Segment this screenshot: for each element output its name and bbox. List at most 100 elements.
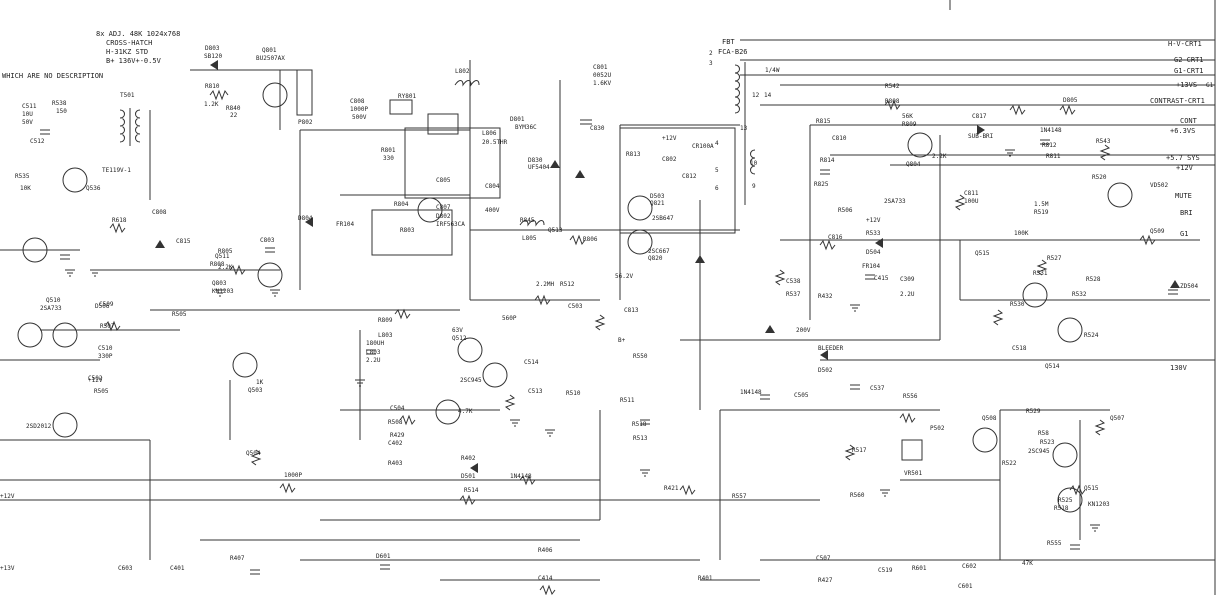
component-label: 2SB647	[652, 215, 674, 222]
fbt-pin: 4	[715, 140, 719, 147]
component-label: R810	[205, 83, 220, 90]
component-label: R518	[1054, 505, 1069, 512]
component-label: +12V	[866, 217, 881, 224]
component-label: R801	[381, 147, 396, 154]
component-label: R520	[1092, 174, 1107, 181]
connectors	[296, 69, 923, 461]
component-label: C514	[524, 359, 539, 366]
component-label: C503	[568, 303, 583, 310]
fbt-pin: 2	[709, 50, 713, 57]
component-label: Q803	[212, 280, 227, 287]
component-label: R535	[15, 173, 30, 180]
component-label: L806	[482, 130, 497, 137]
component-label: SB120	[204, 53, 222, 60]
component-label: R427	[818, 577, 833, 584]
component-label: +12V	[0, 493, 15, 500]
component-label: R403	[388, 460, 403, 467]
component-label: FR104	[336, 221, 354, 228]
component-label: C537	[870, 385, 885, 392]
component-label: 1N4148	[510, 473, 532, 480]
component-label: 47K	[1022, 560, 1033, 567]
wires	[0, 39, 1215, 581]
component-label: 330	[383, 155, 394, 162]
component-label: VR501	[904, 470, 922, 477]
fbt-pin: 12	[752, 92, 760, 99]
signal-label: MUTE	[1175, 192, 1192, 200]
component-label: 10U	[22, 111, 33, 118]
component-label: R809	[902, 121, 917, 128]
component-label: R805	[218, 248, 233, 255]
component-label: R512	[560, 281, 575, 288]
component-label: 100U	[964, 198, 979, 205]
component-label: R523	[1040, 439, 1055, 446]
fbt-pin: 10	[750, 160, 758, 167]
component-label: C811	[964, 190, 979, 197]
component-label: C518	[1012, 345, 1027, 352]
capacitors	[40, 119, 1178, 575]
component-label: C603	[118, 565, 133, 572]
component-label: 1000P	[350, 106, 368, 113]
component-label: R518	[632, 421, 647, 428]
component-label: 100K	[1014, 230, 1029, 237]
header-line3: H-31KZ STD	[106, 48, 148, 56]
component-label: 20.5THR	[482, 139, 508, 146]
component-label: Q512	[452, 335, 467, 342]
component-label: 180UH	[366, 340, 384, 347]
component-label: Q508	[982, 415, 997, 422]
fbt-unit: 1/4W	[765, 67, 780, 74]
component-label: R524	[1084, 332, 1099, 339]
component-label: 10K	[20, 185, 31, 192]
component-label: D503	[650, 193, 665, 200]
component-label: 200V	[796, 327, 811, 334]
component-label: 56.2V	[615, 273, 633, 280]
component-label: C810	[832, 135, 847, 142]
signal-label: +5.7 SYS	[1166, 154, 1200, 162]
component-label: D501	[461, 473, 476, 480]
component-label: R550	[633, 353, 648, 360]
component-label: R421	[664, 485, 679, 492]
component-label: D504	[866, 249, 881, 256]
component-label: 50V	[22, 119, 33, 126]
signal-label: +6.3VS	[1170, 127, 1195, 135]
component-label: C510	[98, 345, 113, 352]
header-left-note: WHICH ARE NO DESCRIPTION	[2, 72, 103, 80]
component-label: BU2507AX	[256, 55, 285, 62]
component-label: 22	[230, 112, 238, 119]
component-label: 560P	[502, 315, 517, 322]
component-label: R803	[400, 227, 415, 234]
component-label: Q804	[906, 161, 921, 168]
component-label: C402	[388, 440, 403, 447]
component-label: Q504	[246, 450, 261, 457]
component-label: R402	[461, 455, 476, 462]
component-labels: D803SB120Q801BU2507AXR8101.2KR84022P802C…	[0, 45, 1214, 590]
component-label: 0052U	[593, 72, 611, 79]
component-label: R513	[633, 435, 648, 442]
component-label: Q511	[215, 253, 230, 260]
component-label: R511	[620, 397, 635, 404]
component-label: R538	[52, 100, 67, 107]
component-label: Q514	[1045, 363, 1060, 370]
component-label: 1.6KV	[593, 80, 611, 87]
component-label: D506	[95, 303, 110, 310]
component-label: R508	[388, 419, 403, 426]
component-label: 1000P	[284, 472, 302, 479]
component-label: D830	[528, 157, 543, 164]
component-label: 2.2U	[900, 291, 915, 298]
component-label: C505	[794, 392, 809, 399]
component-label: R556	[903, 393, 918, 400]
component-label: 1N4148	[740, 389, 762, 396]
component-label: C816	[828, 234, 843, 241]
component-label: IRF563CA	[436, 221, 465, 228]
component-label: 56K	[902, 113, 913, 120]
component-label: C509	[99, 301, 114, 308]
component-label: D601	[376, 553, 391, 560]
component-label: C804	[485, 183, 500, 190]
component-label: T501	[120, 92, 135, 99]
component-label: +12V	[662, 135, 677, 142]
component-label: C803	[366, 349, 381, 356]
component-label: +12V	[88, 377, 103, 384]
component-label: P802	[298, 119, 313, 126]
fbt-pin: 9	[752, 183, 756, 190]
component-label: R429	[390, 432, 405, 439]
component-label: C512	[30, 138, 45, 145]
